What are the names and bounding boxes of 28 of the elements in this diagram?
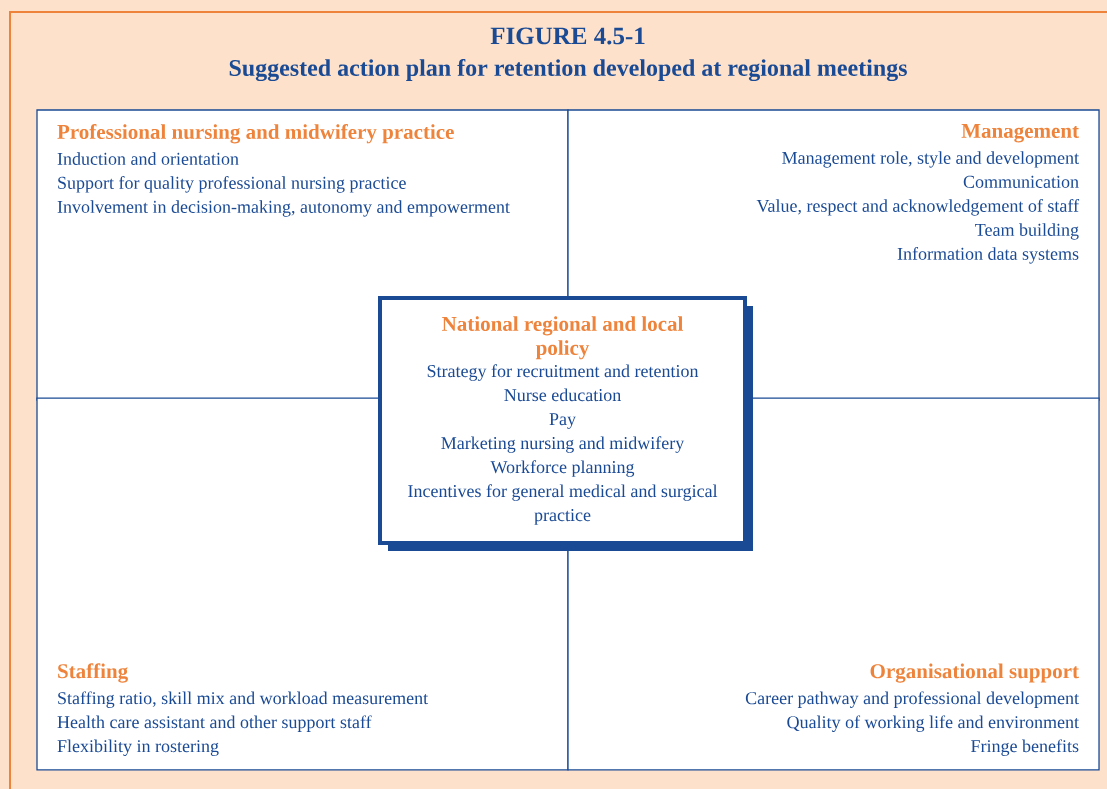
figure-title: FIGURE 4.5-1 xyxy=(490,27,645,45)
section-heading: Staffing xyxy=(58,663,128,683)
list-item: Team building xyxy=(975,223,1079,240)
policy-box xyxy=(378,296,747,545)
list-item: Marketing nursing and midwifery xyxy=(441,436,685,453)
list-item: Staffing ratio, skill mix and workload measurement xyxy=(58,691,428,708)
list-item: Fringe benefits xyxy=(971,739,1079,756)
list-item: Support for quality professional nursing practice xyxy=(58,176,406,193)
section-heading: Organisational support xyxy=(870,663,1079,683)
list-item: Management role, style and development xyxy=(782,151,1079,168)
section-heading: Management xyxy=(961,124,1079,143)
list-item: Value, respect and acknowledgement of staff xyxy=(756,199,1080,216)
list-item: Career pathway and professional development xyxy=(745,691,1079,708)
list-item: Communication xyxy=(963,175,1079,188)
list-item: Involvement in decision-making, autonomy and empowerment xyxy=(57,200,510,217)
list-item: Flexibility in rostering xyxy=(57,739,219,756)
list-item: Information data systems xyxy=(897,247,1079,264)
list-item: Pay xyxy=(549,413,576,429)
list-item: Workforce planning xyxy=(490,460,635,477)
figure-subtitle: Suggested action plan for retention developed at regional meetings xyxy=(229,58,907,82)
section-heading: Professional nursing and midwifery practice xyxy=(57,124,454,144)
list-item: Induction and orientation xyxy=(57,152,239,165)
list-item: Strategy for recruitment and retention xyxy=(427,364,699,381)
section-heading: National regional and local policy xyxy=(442,316,683,360)
list-item: Nurse education xyxy=(504,388,621,402)
list-item: Incentives for general medical and surgical practice xyxy=(408,484,718,525)
list-item: Health care assistant and other support staff xyxy=(57,715,372,732)
list-item: Quality of working life and environment xyxy=(787,715,1079,732)
